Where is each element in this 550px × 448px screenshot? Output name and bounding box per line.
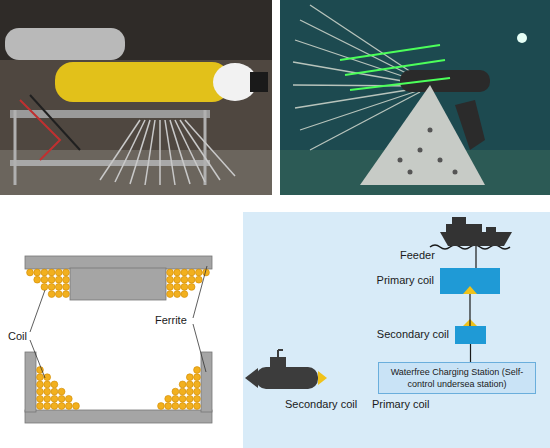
- secondary-coil-box: Secondary coil: [455, 326, 486, 344]
- part-label: Coil: [8, 330, 27, 343]
- part-label: Ferrite: [155, 314, 187, 327]
- node-label: Feeder: [400, 249, 435, 262]
- coil-label: Secondary coil: [285, 398, 357, 411]
- coil-ferrite-section: [25, 256, 212, 423]
- dock-photo: [280, 0, 550, 195]
- connector: [475, 246, 476, 268]
- coil-windings: [27, 269, 210, 409]
- ship-symbol: [440, 215, 512, 246]
- system-panel: [243, 212, 550, 448]
- connector: [469, 294, 470, 326]
- node-label: Secondary coil: [363, 328, 449, 341]
- auv-photo: [0, 0, 272, 195]
- charging-station-box: Waterfree Charging Station (Self-control…: [378, 362, 536, 394]
- node-label: Primary coil: [360, 274, 434, 287]
- connector: [470, 344, 471, 362]
- ship-node: Feeder: [440, 215, 512, 246]
- coil-marker: [463, 286, 477, 294]
- coil-label: Primary coil: [372, 398, 429, 411]
- station-label: Waterfree Charging Station (Self-control…: [379, 363, 535, 393]
